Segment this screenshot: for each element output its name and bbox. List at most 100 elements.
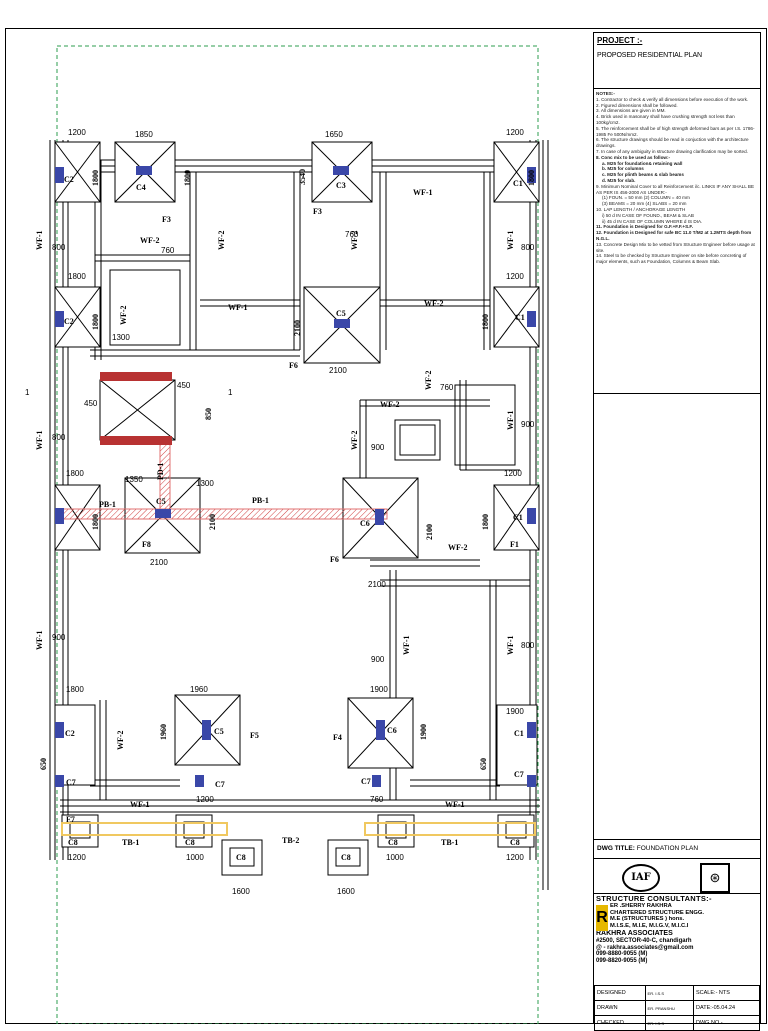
column-c2-bottom	[55, 722, 64, 738]
svg-text:WF-1: WF-1	[35, 630, 44, 650]
svg-text:2100: 2100	[329, 366, 347, 375]
svg-text:800: 800	[521, 641, 535, 650]
svg-text:2100: 2100	[368, 580, 386, 589]
svg-text:C5: C5	[156, 497, 166, 506]
project-label: PROJECT :-	[597, 36, 643, 45]
svg-text:1350: 1350	[125, 475, 143, 484]
svg-text:1800: 1800	[91, 314, 100, 330]
contact-line: 099-8820-9055 (M)	[596, 958, 648, 965]
grid-cell: SCALE:- NTS	[693, 985, 760, 1001]
svg-text:C2: C2	[65, 729, 75, 738]
svg-text:C4: C4	[136, 183, 146, 192]
svg-text:C1: C1	[514, 729, 524, 738]
svg-text:2100: 2100	[150, 558, 168, 567]
note-item: 6. The structure drawings should be read…	[596, 137, 749, 149]
svg-text:760: 760	[370, 795, 384, 804]
svg-text:450: 450	[177, 381, 191, 390]
svg-text:1850: 1850	[135, 130, 153, 139]
svg-text:760: 760	[440, 383, 454, 392]
svg-text:1900: 1900	[506, 707, 524, 716]
column-c6	[375, 509, 384, 525]
svg-text:WF-1: WF-1	[402, 635, 411, 655]
dwg-title-value: FOUNDATION PLAN	[636, 845, 699, 852]
svg-text:2100: 2100	[293, 320, 302, 336]
svg-text:PD-1: PD-1	[156, 463, 165, 480]
svg-text:WF-2: WF-2	[448, 543, 468, 552]
note-item: 11. Foundation is Designed for G.F.+F.F.…	[596, 224, 693, 230]
note-item: (1) FOUN. = 50 mm (2) COLUMN = 40 mm	[602, 195, 690, 201]
column-c5-bottom	[202, 720, 211, 740]
svg-text:F1: F1	[510, 540, 519, 549]
svg-text:900: 900	[371, 443, 385, 452]
svg-text:1800: 1800	[481, 514, 490, 530]
footings	[54, 141, 540, 786]
svg-text:1200: 1200	[506, 272, 524, 281]
table-row: DRAWN ER. PRANSHU DATE:-05.04.24	[594, 1000, 760, 1016]
svg-text:800: 800	[521, 243, 535, 252]
svg-text:C8: C8	[185, 838, 195, 847]
column-c3-top	[333, 166, 349, 175]
consultant-line: ER .SHERRY RAKHRA	[610, 902, 672, 909]
svg-text:1800: 1800	[91, 170, 100, 186]
note-item: d. M25 for slab.	[602, 177, 636, 183]
room-outlines	[109, 269, 516, 466]
grid-cell: ER. PRANSHU	[644, 1000, 695, 1016]
grid-cell: ER. I.S.S	[644, 1015, 695, 1031]
column-c2-top	[55, 167, 64, 183]
footing-c5-bottom	[174, 694, 241, 766]
svg-text:1200: 1200	[506, 853, 524, 862]
footing-lift	[99, 379, 176, 441]
svg-text:C1: C1	[515, 313, 525, 322]
note-item: (3) BEAMS = 20 mm (4) SLABS = 20 mm	[602, 201, 687, 207]
grid-cell: DATE:-05.04.24	[693, 1000, 760, 1016]
svg-text:650: 650	[39, 758, 48, 770]
svg-text:WF-2: WF-2	[380, 400, 400, 409]
svg-text:1200: 1200	[504, 469, 522, 478]
associates-name: RAKHRA ASSOCIATES	[596, 929, 673, 937]
grid-cell: ER. I.S.S	[644, 985, 695, 1001]
svg-text:C8: C8	[510, 838, 520, 847]
note-item: 12. Foundation is Designed for safe BC 1…	[596, 230, 752, 241]
note-item: 9. Minimum Nominal Cover to all Reinforc…	[596, 183, 755, 195]
svg-text:WF-1: WF-1	[506, 410, 515, 430]
svg-text:C7: C7	[66, 778, 76, 787]
svg-text:1800: 1800	[68, 272, 86, 281]
svg-text:C3: C3	[336, 181, 346, 190]
footing-c2-bottom	[54, 704, 96, 786]
note-item: 4. Brick used in masonary shall have cru…	[596, 114, 735, 125]
grid-cell: CHECKED	[594, 1015, 646, 1031]
svg-text:C2: C2	[64, 175, 74, 184]
svg-text:PB-1: PB-1	[99, 500, 116, 509]
svg-text:1200: 1200	[196, 795, 214, 804]
svg-text:F4: F4	[333, 733, 342, 742]
svg-text:1800: 1800	[91, 514, 100, 530]
rakhra-logo: R	[596, 905, 608, 931]
column-c7-left	[55, 775, 64, 787]
svg-text:WF-1: WF-1	[35, 430, 44, 450]
note-item: 14. Steel to be checked by Structure Eng…	[596, 253, 747, 265]
tie-beams	[61, 822, 536, 836]
svg-text:C1: C1	[513, 179, 523, 188]
project-value: PROPOSED RESIDENTIAL PLAN	[597, 52, 702, 59]
column-c1-mid	[527, 311, 536, 327]
svg-text:1600: 1600	[337, 887, 355, 896]
svg-text:F3: F3	[162, 215, 171, 224]
svg-text:450: 450	[84, 399, 98, 408]
footing-c4	[114, 141, 176, 203]
svg-text:1000: 1000	[186, 853, 204, 862]
note-item: ii) 45 d IN CASE OF COLUMN WHERE d IS DI…	[602, 218, 703, 224]
table-row: CHECKED ER. I.S.S DWG NO.-	[594, 1015, 760, 1031]
svg-text:760: 760	[161, 246, 175, 255]
svg-text:900: 900	[521, 420, 535, 429]
columns	[55, 166, 536, 787]
note-item: i) 50 d IN CASE OF FOUND., BEAM & SLAB	[602, 212, 694, 218]
grid-cell: DWG NO.-	[693, 1015, 760, 1031]
svg-text:C8: C8	[68, 838, 78, 847]
svg-text:1300: 1300	[112, 333, 130, 342]
svg-text:1650: 1650	[325, 130, 343, 139]
column-c1-right	[527, 508, 536, 524]
note-item: a. M25 for foundation& retaining wall	[602, 160, 683, 166]
svg-text:1000: 1000	[386, 853, 404, 862]
svg-text:WF-2: WF-2	[116, 730, 125, 750]
